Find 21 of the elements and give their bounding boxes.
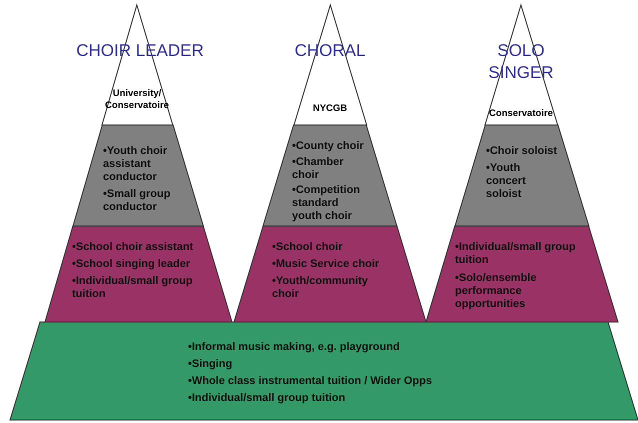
bullet-item: •Chamber choir	[292, 156, 345, 182]
tier-label: Conservatoire	[488, 108, 554, 120]
bullet-item: •Singing	[188, 358, 234, 371]
bullet-item: •Informal music making, e.g. playground	[188, 341, 401, 354]
bullet-item: •County choir	[292, 140, 365, 153]
bullet-item: •Individual/small group tuition	[72, 275, 194, 301]
bullet-item: •School singing leader	[72, 258, 192, 271]
bullet-item: •Small group conductor	[103, 188, 172, 214]
bullet-item: •Youth/community choir	[272, 275, 369, 301]
bullet-item: •Youth concert soloist	[486, 162, 527, 201]
bullet-item: •Individual/small group tuition	[455, 241, 577, 267]
bullet-item: •Youth choir assistant conductor	[103, 145, 168, 184]
bullet-item: •Competition standard youth choir	[292, 184, 362, 223]
bullet-item: •School choir	[272, 241, 344, 254]
tier-label: NYCGB	[312, 103, 348, 115]
bullet-item: •School choir assistant	[72, 241, 194, 254]
bullet-item: •Individual/small group tuition	[188, 392, 346, 405]
bullet-item: •Music Service choir	[272, 258, 380, 271]
bullet-item: •Solo/ensemble performance opportunities	[455, 272, 538, 311]
bullet-item: •Choir soloist	[486, 145, 558, 158]
bullet-item: •Whole class instrumental tuition / Wider Opps	[188, 375, 433, 388]
